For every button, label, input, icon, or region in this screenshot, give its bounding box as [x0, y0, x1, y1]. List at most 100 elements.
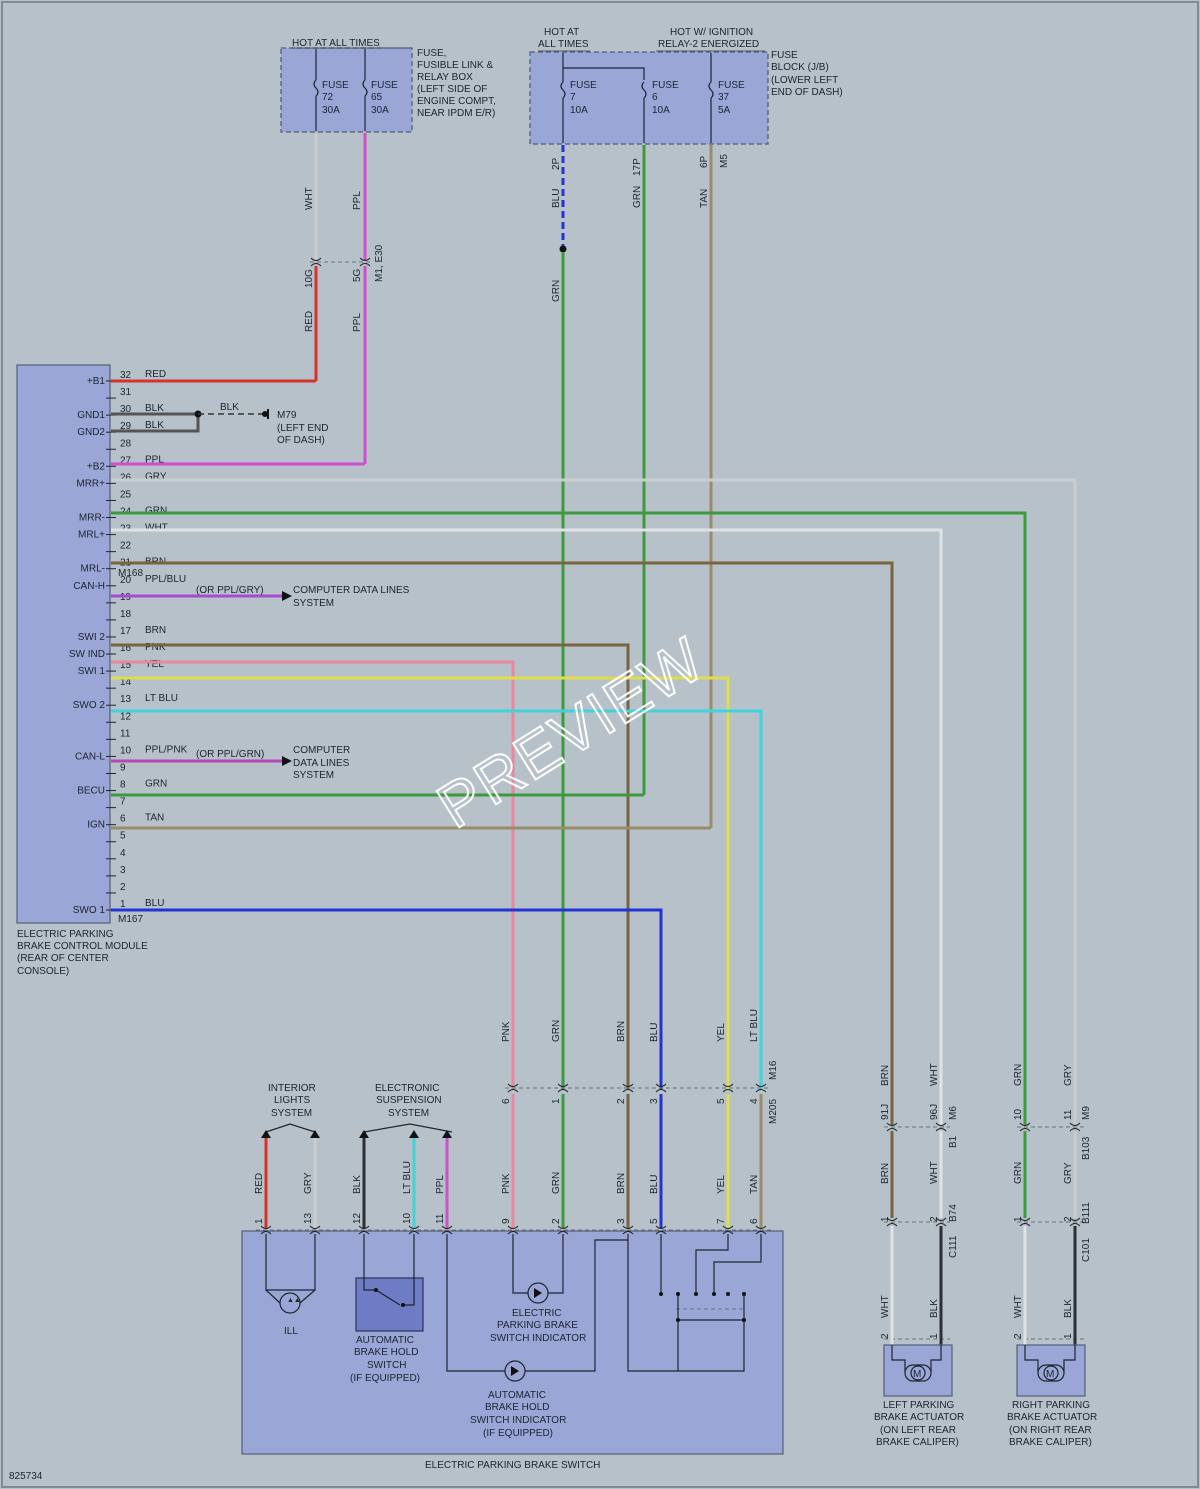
svg-text:GRN: GRN	[1013, 1064, 1024, 1086]
svg-text:(OR PPL/GRY): (OR PPL/GRY)	[196, 585, 264, 596]
svg-text:91J: 91J	[880, 1104, 891, 1120]
svg-text:M168: M168	[118, 568, 143, 579]
svg-text:CAN-L: CAN-L	[75, 751, 105, 762]
module-pin-2: 2	[106, 882, 126, 894]
svg-text:37: 37	[718, 92, 730, 103]
fuse-37: FUSE 37 5A	[708, 53, 745, 143]
svg-text:+B2: +B2	[87, 461, 106, 472]
svg-text:1: 1	[880, 1216, 891, 1222]
svg-text:SWO 1: SWO 1	[73, 905, 106, 916]
svg-text:1: 1	[120, 899, 126, 910]
svg-text:10: 10	[1013, 1108, 1024, 1120]
svg-text:7: 7	[570, 92, 576, 103]
svg-text:(IF EQUIPPED): (IF EQUIPPED)	[350, 1373, 420, 1384]
svg-text:28: 28	[120, 438, 132, 449]
svg-text:12: 12	[120, 711, 132, 722]
svg-text:TAN: TAN	[145, 813, 164, 824]
svg-text:HOT W/ IGNITION: HOT W/ IGNITION	[670, 27, 753, 38]
svg-text:2: 2	[1063, 1216, 1074, 1222]
svg-text:GRY: GRY	[1063, 1162, 1074, 1184]
switch-pin-2: 2	[551, 1218, 569, 1235]
svg-text:SYSTEM: SYSTEM	[293, 598, 334, 609]
svg-text:10A: 10A	[652, 105, 670, 116]
svg-text:(ON LEFT REAR: (ON LEFT REAR	[880, 1425, 956, 1436]
svg-text:30: 30	[120, 404, 132, 415]
svg-text:GRN: GRN	[1013, 1162, 1024, 1184]
svg-text:BRAKE CONTROL MODULE: BRAKE CONTROL MODULE	[17, 941, 148, 952]
svg-text:FUSE: FUSE	[771, 50, 798, 61]
svg-text:FUSE,: FUSE,	[417, 48, 446, 59]
switch-pin-10: 10	[402, 1212, 420, 1235]
switch-pin-7: 7	[716, 1218, 734, 1235]
module-pin-18: 18	[106, 609, 132, 621]
fuse-box-2: HOT AT ALL TIMES HOT W/ IGNITION RELAY-2…	[529, 27, 843, 145]
svg-text:RELAY BOX: RELAY BOX	[417, 72, 473, 83]
svg-text:5: 5	[716, 1098, 727, 1104]
svg-text:WHT: WHT	[880, 1295, 891, 1318]
svg-text:GRN: GRN	[551, 280, 562, 302]
fuse-box-1-header: HOT AT ALL TIMES	[292, 38, 380, 49]
module-pins: 32+B1RED3130GND1BLK29GND2BLK2827+B2PPL26…	[69, 369, 188, 916]
svg-text:PNK: PNK	[501, 1021, 512, 1042]
svg-text:16: 16	[120, 643, 132, 654]
svg-text:WHT: WHT	[145, 523, 168, 534]
svg-text:C111: C111	[948, 1235, 959, 1258]
svg-text:SWO 2: SWO 2	[73, 700, 106, 711]
svg-text:PPL/BLU: PPL/BLU	[145, 574, 186, 585]
svg-text:BLK: BLK	[145, 420, 164, 431]
svg-text:BRAKE HOLD: BRAKE HOLD	[354, 1347, 418, 1358]
svg-text:GND1: GND1	[77, 410, 105, 421]
svg-text:22: 22	[120, 541, 132, 552]
svg-text:2: 2	[616, 1098, 627, 1104]
svg-text:9: 9	[501, 1218, 512, 1224]
document-id: 825734	[9, 1471, 43, 1482]
svg-text:PPL: PPL	[352, 313, 363, 332]
svg-text:25: 25	[120, 489, 132, 500]
switch-pin-12: 12	[352, 1212, 370, 1235]
module-pin-12: 12	[106, 711, 132, 723]
svg-text:18: 18	[120, 609, 132, 620]
svg-text:ELECTRIC PARKING: ELECTRIC PARKING	[17, 929, 114, 940]
svg-text:30A: 30A	[322, 105, 340, 116]
module-pin-7: 7	[106, 797, 126, 809]
svg-text:BLK: BLK	[352, 1175, 363, 1194]
svg-text:(LEFT SIDE OF: (LEFT SIDE OF	[417, 84, 487, 95]
svg-text:M6: M6	[948, 1106, 959, 1120]
switch-pin-9: 9	[501, 1218, 519, 1235]
svg-text:COMPUTER: COMPUTER	[293, 745, 350, 756]
svg-text:BLK: BLK	[929, 1299, 940, 1318]
svg-text:BLK: BLK	[1063, 1299, 1074, 1318]
switch-internal-circuit: ▲▲ ILL AUTOMATIC BRAKE HOLD SWITCH (IF E…	[265, 1234, 762, 1439]
svg-text:DATA LINES: DATA LINES	[293, 758, 350, 769]
svg-text:10A: 10A	[570, 105, 588, 116]
svg-text:9: 9	[120, 762, 126, 773]
wire-ppl-label: PPL	[352, 191, 363, 210]
upper-wires: WHT PPL 10G 5G M1, E30 RED PPL 2P 17P 6P…	[304, 133, 730, 1090]
svg-text:BLU: BLU	[649, 1023, 660, 1042]
electric-parking-brake-switch: ELECTRIC PARKING BRAKE SWITCH INTERIOR L…	[241, 1083, 784, 1471]
svg-text:11: 11	[1063, 1109, 1074, 1120]
svg-text:72: 72	[322, 92, 334, 103]
svg-text:BRAKE ACTUATOR: BRAKE ACTUATOR	[1007, 1412, 1097, 1423]
svg-text:6P: 6P	[699, 155, 710, 168]
svg-text:GRN: GRN	[551, 1172, 562, 1194]
svg-text:BRAKE CALIPER): BRAKE CALIPER)	[1009, 1437, 1092, 1448]
svg-text:SWI 1: SWI 1	[78, 666, 106, 677]
svg-text:SYSTEM: SYSTEM	[388, 1108, 429, 1119]
svg-text:(ON RIGHT REAR: (ON RIGHT REAR	[1009, 1425, 1092, 1436]
svg-text:BLU: BLU	[649, 1175, 660, 1194]
svg-text:YEL: YEL	[145, 659, 164, 670]
svg-text:GRY: GRY	[145, 471, 167, 482]
svg-text:C101: C101	[1081, 1238, 1092, 1262]
svg-text:SWITCH: SWITCH	[367, 1360, 406, 1371]
svg-text:30A: 30A	[371, 105, 389, 116]
svg-text:SWI 2: SWI 2	[78, 632, 106, 643]
svg-text:BECU: BECU	[77, 786, 105, 797]
svg-text:2: 2	[120, 882, 126, 893]
switch-pin-13: 13	[303, 1212, 321, 1235]
electronic-suspension-system: ELECTRONIC SUSPENSION SYSTEM	[359, 1083, 453, 1138]
